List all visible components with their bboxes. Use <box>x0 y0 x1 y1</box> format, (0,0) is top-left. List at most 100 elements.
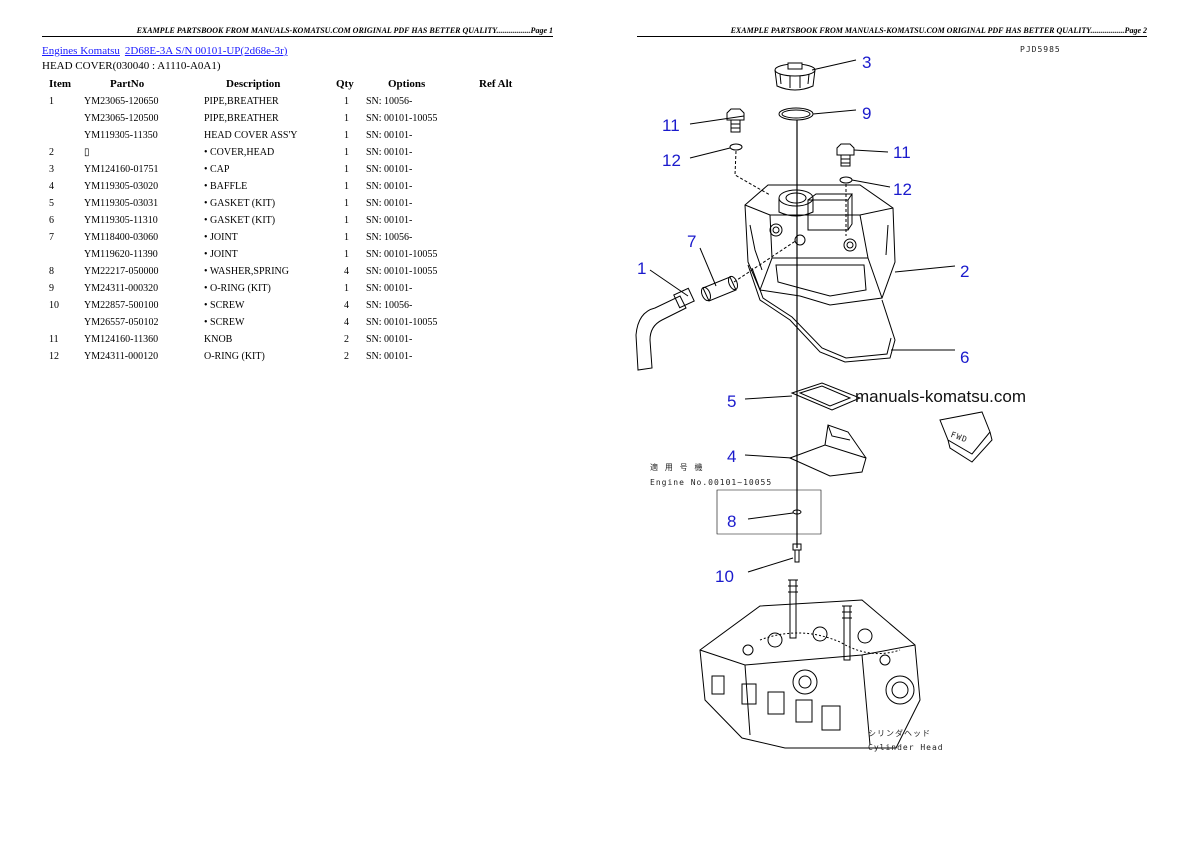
partno-cell: YM124160-01751 <box>84 164 159 175</box>
engine-range-label: Engine No.00101~10055 <box>650 478 772 487</box>
cap-part <box>774 62 816 91</box>
qty-cell: 1 <box>344 283 349 294</box>
watermark-text: manuals-komatsu.com <box>855 387 1026 406</box>
knob-part-right <box>836 143 855 167</box>
description-cell: • GASKET (KIT) <box>204 215 276 226</box>
callout-3: 3 <box>862 53 871 72</box>
callout-11-left: 11 <box>662 116 680 135</box>
item-cell: 12 <box>49 351 59 362</box>
description-cell: • BAFFLE <box>204 181 248 192</box>
options-cell: SN: 00101-10055 <box>366 249 438 260</box>
callout-4: 4 <box>727 447 736 466</box>
partno-cell: YM22857-500100 <box>84 300 159 311</box>
description-cell: • SCREW <box>204 300 245 311</box>
callout-8: 8 <box>727 512 736 531</box>
options-cell: SN: 00101- <box>366 283 413 294</box>
partno-cell: YM119305-03020 <box>84 181 159 192</box>
item-cell: 3 <box>49 164 54 175</box>
item-cell: 4 <box>49 181 54 192</box>
partno-cell: YM26557-050102 <box>84 317 159 328</box>
qty-cell: 1 <box>344 232 349 243</box>
table-row: 2 ▯ • COVER,HEAD 1 SN: 00101- <box>42 144 529 161</box>
page-header: EXAMPLE PARTSBOOK FROM MANUALS-KOMATSU.C… <box>637 26 1147 37</box>
item-cell: 9 <box>49 283 54 294</box>
qty-cell: 1 <box>344 164 349 175</box>
partno-cell: YM23065-120500 <box>84 113 159 124</box>
callout-1: 1 <box>637 259 646 278</box>
options-cell: SN: 00101- <box>366 198 413 209</box>
page-header: EXAMPLE PARTSBOOK FROM MANUALS-KOMATSU.C… <box>42 26 553 37</box>
item-cell: 10 <box>49 300 59 311</box>
partno-cell: YM22217-050000 <box>84 266 159 277</box>
gasket-part <box>790 382 862 411</box>
description-cell: • COVER,HEAD <box>204 147 275 158</box>
callout-5: 5 <box>727 392 736 411</box>
item-cell: 8 <box>49 266 54 277</box>
screw-part <box>792 543 802 563</box>
partno-cell: YM24311-000320 <box>84 283 159 294</box>
description-cell: O-RING (KIT) <box>204 351 265 362</box>
partno-cell: YM119305-11350 <box>84 130 158 141</box>
callout-10: 10 <box>715 567 734 586</box>
table-row: 8 YM22217-050000 • WASHER,SPRING 4 SN: 00101… <box>42 263 529 280</box>
options-cell: SN: 00101- <box>366 215 413 226</box>
qty-cell: 4 <box>344 300 349 311</box>
parts-table-header: Item PartNo Description Qty Options Ref … <box>42 76 529 93</box>
callout-12-left: 12 <box>662 151 681 170</box>
description-cell: PIPE,BREATHER <box>204 96 279 107</box>
description-cell: • WASHER,SPRING <box>204 266 289 277</box>
col-header-qty: Qty <box>336 78 354 90</box>
partno-cell: YM124160-11360 <box>84 334 159 345</box>
col-header-partno: PartNo <box>110 78 145 90</box>
item-cell: 11 <box>49 334 59 345</box>
partno-cell: YM119305-03031 <box>84 198 159 209</box>
page-2: EXAMPLE PARTSBOOK FROM MANUALS-KOMATSU.C… <box>595 0 1190 842</box>
options-cell: SN: 00101-10055 <box>366 266 438 277</box>
applicability-label-jp: 適 用 号 機 <box>650 462 703 472</box>
options-cell: SN: 00101- <box>366 130 413 141</box>
options-cell: SN: 00101-10055 <box>366 317 438 328</box>
page-1: EXAMPLE PARTSBOOK FROM MANUALS-KOMATSU.C… <box>42 26 553 365</box>
head-cover-part <box>744 184 896 306</box>
fwd-arrow-icon <box>939 411 993 463</box>
callout-12-right: 12 <box>893 180 912 199</box>
col-header-options: Options <box>388 78 426 90</box>
callout-7: 7 <box>687 232 696 251</box>
description-cell: HEAD COVER ASS'Y <box>204 130 298 141</box>
item-cell: 2 <box>49 147 54 158</box>
qty-cell: 2 <box>344 351 349 362</box>
o-ring-small-right <box>839 176 853 184</box>
options-cell: SN: 10056- <box>366 232 413 243</box>
breadcrumb-link-model[interactable]: 2D68E-3A S/N 00101-UP(2d68e-3r) <box>124 45 288 57</box>
qty-cell: 1 <box>344 147 349 158</box>
options-cell: SN: 00101- <box>366 147 413 158</box>
qty-cell: 4 <box>344 266 349 277</box>
breadcrumb-link-category[interactable]: Engines Komatsu <box>42 45 120 57</box>
description-cell: • GASKET (KIT) <box>204 198 276 209</box>
section-title: HEAD COVER(030040 : A1110-A0A1) <box>42 60 221 72</box>
qty-cell: 2 <box>344 334 349 345</box>
options-cell: SN: 00101-10055 <box>366 113 438 124</box>
o-ring-small-left <box>729 143 743 151</box>
callout-11-right: 11 <box>893 143 911 162</box>
description-cell: • JOINT <box>204 249 238 260</box>
description-cell: • CAP <box>204 164 230 175</box>
callout-2: 2 <box>960 262 969 281</box>
partno-cell: YM119305-11310 <box>84 215 158 226</box>
partno-cell: YM24311-000120 <box>84 351 159 362</box>
options-cell: SN: 00101- <box>366 334 413 345</box>
qty-cell: 1 <box>344 113 349 124</box>
partno-cell: ▯ <box>84 147 90 158</box>
parts-table: Item PartNo Description Qty Options Ref … <box>42 76 529 365</box>
item-cell: 5 <box>49 198 54 209</box>
